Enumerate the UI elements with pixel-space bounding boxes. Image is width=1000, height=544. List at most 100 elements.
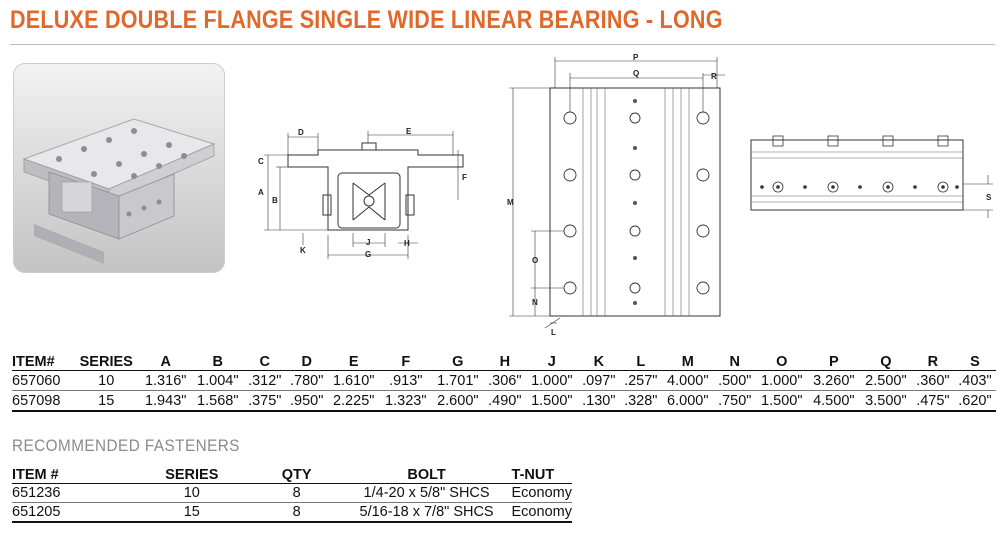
- dim-label-d: D: [298, 128, 304, 137]
- table-cell: .375": [243, 390, 286, 412]
- dim-label-s: S: [986, 193, 992, 202]
- dim-label-k: K: [300, 246, 306, 255]
- table-cell: 1.000": [755, 370, 808, 391]
- table-cell: .620": [953, 390, 996, 412]
- dim-label-h: H: [404, 239, 410, 248]
- table-cell: .328": [619, 390, 662, 412]
- col-header: B: [191, 352, 244, 371]
- table-cell: .403": [953, 370, 996, 391]
- dim-label-j: J: [366, 238, 370, 247]
- table-cell: 2.600": [431, 390, 484, 412]
- table-cell: .490": [483, 390, 526, 412]
- table-cell: .312": [243, 370, 286, 391]
- table-cell: 1.610": [327, 370, 380, 391]
- table-header-row: ITEM # SERIES QTY BOLT T-NUT: [12, 466, 572, 484]
- table-cell: 3.260": [807, 370, 860, 391]
- table-cell: .130": [577, 390, 620, 412]
- col-header: T-NUT: [511, 466, 572, 484]
- table-cell: 1/4-20 x 5/8" SHCS: [341, 483, 512, 503]
- table-cell: 657060: [12, 370, 73, 391]
- col-header: P: [807, 352, 860, 371]
- product-photo: [13, 63, 225, 273]
- table-cell: .780": [285, 370, 328, 391]
- dim-label-n: N: [532, 298, 538, 307]
- table-cell: 657098: [12, 390, 73, 412]
- table-cell: 1.004": [191, 370, 244, 391]
- table-cell: .750": [713, 390, 756, 412]
- fasteners-section-title: RECOMMENDED FASTENERS: [12, 436, 240, 455]
- col-header: SERIES: [131, 466, 252, 484]
- table-cell: 3.500": [859, 390, 912, 412]
- col-header: F: [379, 352, 432, 371]
- col-header: M: [661, 352, 714, 371]
- table-cell: 1.316": [139, 370, 192, 391]
- col-header: R: [911, 352, 954, 371]
- col-header: A: [139, 352, 192, 371]
- table-cell: .097": [577, 370, 620, 391]
- table-cell: 1.000": [525, 370, 578, 391]
- dim-label-a: A: [258, 188, 264, 197]
- table-cell: 6.000": [661, 390, 714, 412]
- col-header: E: [327, 352, 380, 371]
- table-row: 651205 15 8 5/16-18 x 7/8" SHCS Economy: [12, 502, 572, 523]
- table-cell: 1.323": [379, 390, 432, 412]
- dim-label-c: C: [258, 157, 264, 166]
- table-cell: 1.701": [431, 370, 484, 391]
- table-cell: Economy: [511, 502, 572, 523]
- col-header: C: [243, 352, 286, 371]
- title-divider: [10, 44, 995, 45]
- col-header: L: [619, 352, 662, 371]
- dim-label-g: G: [365, 250, 371, 259]
- dim-label-l: L: [551, 328, 556, 335]
- dim-label-o: O: [532, 256, 538, 265]
- table-cell: .475": [911, 390, 954, 412]
- col-header: S: [953, 352, 996, 371]
- col-header: Q: [859, 352, 912, 371]
- table-cell: 5/16-18 x 7/8" SHCS: [341, 502, 512, 523]
- col-header: ITEM #: [12, 466, 132, 484]
- table-cell: 2.225": [327, 390, 380, 412]
- table-cell: 1.500": [755, 390, 808, 412]
- dim-label-q: Q: [633, 69, 639, 78]
- end-view-drawing: D E C A B F J H K G: [258, 127, 467, 259]
- top-view-drawing: P Q R M O N L: [507, 53, 725, 335]
- dim-label-r: R: [711, 72, 717, 81]
- col-header: BOLT: [341, 466, 512, 484]
- table-cell: 4.500": [807, 390, 860, 412]
- table-cell: .500": [713, 370, 756, 391]
- dimensions-table: ITEM# SERIES A B C D E F G H J K L M N O…: [12, 352, 996, 412]
- table-cell: 10: [72, 370, 140, 391]
- table-header-row: ITEM# SERIES A B C D E F G H J K L M N O…: [12, 352, 996, 371]
- dim-label-f: F: [462, 173, 467, 182]
- table-cell: 1.943": [139, 390, 192, 412]
- table-cell: .306": [483, 370, 526, 391]
- table-cell: 1.500": [525, 390, 578, 412]
- page-title: DELUXE DOUBLE FLANGE SINGLE WIDE LINEAR …: [10, 6, 723, 34]
- col-header: J: [525, 352, 578, 371]
- table-cell: 651236: [12, 483, 132, 503]
- col-header: G: [431, 352, 484, 371]
- table-cell: 10: [131, 483, 252, 503]
- table-cell: 1.568": [191, 390, 244, 412]
- table-cell: Economy: [511, 483, 572, 503]
- col-header: ITEM#: [12, 352, 73, 371]
- table-cell: 8: [251, 502, 342, 523]
- table-cell: 4.000": [661, 370, 714, 391]
- col-header: O: [755, 352, 808, 371]
- col-header: N: [713, 352, 756, 371]
- table-cell: .257": [619, 370, 662, 391]
- table-row: 657098 15 1.943" 1.568" .375" .950" 2.22…: [12, 390, 996, 412]
- dim-label-m: M: [507, 198, 514, 207]
- table-cell: 8: [251, 483, 342, 503]
- table-row: 657060 10 1.316" 1.004" .312" .780" 1.61…: [12, 370, 996, 391]
- col-header: D: [285, 352, 328, 371]
- table-cell: 651205: [12, 502, 132, 523]
- table-cell: 15: [72, 390, 140, 412]
- col-header: K: [577, 352, 620, 371]
- col-header: QTY: [251, 466, 342, 484]
- table-cell: .913": [379, 370, 432, 391]
- col-header: H: [483, 352, 526, 371]
- dim-label-e: E: [406, 127, 412, 136]
- table-cell: 2.500": [859, 370, 912, 391]
- table-row: 651236 10 8 1/4-20 x 5/8" SHCS Economy: [12, 483, 572, 503]
